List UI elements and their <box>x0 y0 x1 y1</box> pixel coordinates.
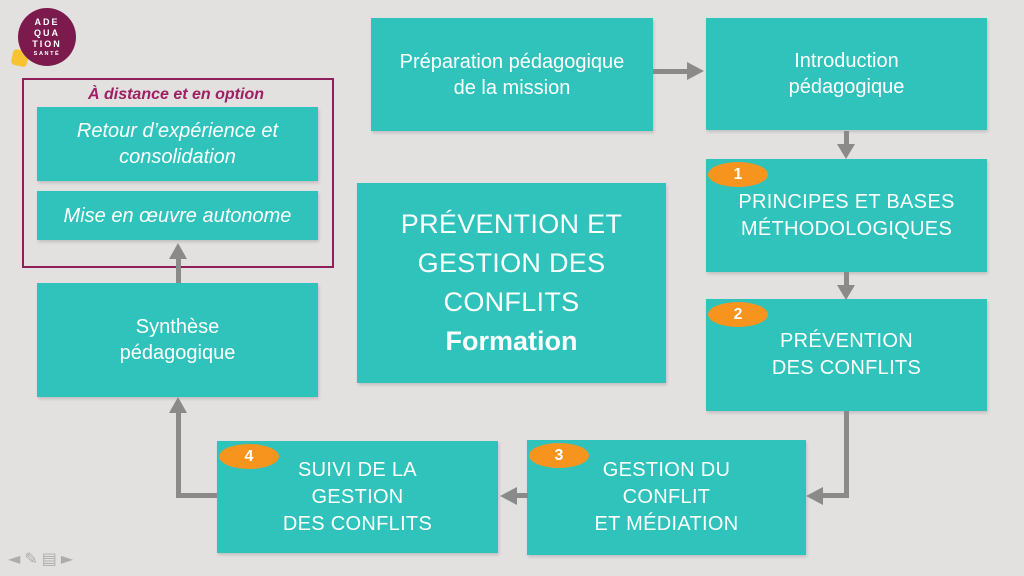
box-introduction-pedagogique: Introduction pédagogique <box>706 18 987 130</box>
connector-step2-step3-vertical <box>844 411 849 498</box>
logo-subtext: SANTÉ <box>33 50 61 57</box>
logo-text: QUA <box>34 28 60 39</box>
connector-step1-step2 <box>844 272 849 286</box>
box-step-3-gestion: GESTION DU CONFLIT ET MÉDIATION <box>527 440 806 555</box>
box-label: Synthèse pédagogique <box>119 316 236 364</box>
box-label: Mise en œuvre autonome <box>63 204 292 227</box>
box-synthese-pedagogique: Synthèse pédagogique <box>37 283 318 397</box>
arrowhead-left-icon <box>806 487 823 505</box>
box-preparation-pedagogique: Préparation pédagogique de la mission <box>371 18 653 131</box>
connector-prep-intro <box>653 69 688 74</box>
box-label: GESTION DU CONFLIT ET MÉDIATION <box>594 459 739 535</box>
box-label: Préparation pédagogique de la mission <box>399 50 625 99</box>
remote-option-title: À distance et en option <box>87 86 264 103</box>
box-mise-en-oeuvre: Mise en œuvre autonome <box>37 191 318 240</box>
box-label: Retour d’expérience et consolidation <box>76 120 279 168</box>
pen-icon[interactable]: ✎ <box>24 549 38 568</box>
box-step-1-principes: PRINCIPES ET BASES MÉTHODOLOGIQUES <box>706 159 987 272</box>
box-formation-title: PRÉVENTION ET GESTION DES CONFLITS Forma… <box>357 183 666 383</box>
arrowhead-down-icon <box>837 285 855 300</box>
logo-text: TION <box>32 38 62 49</box>
step-number: 4 <box>244 447 254 465</box>
connector-step2-step3-horizontal <box>822 493 849 498</box>
box-label: SUIVI DE LA GESTION DES CONFLITS <box>282 458 433 535</box>
step-4-badge: 4 <box>219 444 279 469</box>
arrowhead-up-icon <box>169 397 187 413</box>
next-slide-icon[interactable]: ► <box>60 549 74 568</box>
notes-icon[interactable]: ▤ <box>41 549 57 568</box>
connector-step4-synthese-vertical <box>176 412 181 498</box>
slideshow-toolbar: ◄ ✎ ▤ ► <box>8 549 73 568</box>
arrowhead-right-icon <box>687 62 704 80</box>
connector-step3-step4 <box>515 493 528 498</box>
box-label: Introduction pédagogique <box>788 50 905 98</box>
box-label: PRINCIPES ET BASES MÉTHODOLOGIQUES <box>738 190 955 240</box>
step-3-badge: 3 <box>529 443 589 468</box>
adequation-sante-logo: ADE QUA TION SANTÉ <box>18 8 76 66</box>
formation-title: PRÉVENTION ET GESTION DES CONFLITS <box>400 208 623 317</box>
arrowhead-down-icon <box>837 144 855 159</box>
box-retour-experience: Retour d’expérience et consolidation <box>37 107 318 181</box>
step-2-badge: 2 <box>708 302 768 327</box>
formation-subtitle: Formation <box>445 326 578 357</box>
box-label: PRÉVENTION DES CONFLITS <box>771 330 922 379</box>
step-number: 3 <box>554 446 564 464</box>
step-1-badge: 1 <box>708 162 768 187</box>
arrowhead-up-icon <box>169 243 187 259</box>
logo-text: ADE <box>34 17 60 28</box>
step-number: 1 <box>733 165 743 183</box>
arrowhead-left-icon <box>500 487 517 505</box>
connector-synthese-group <box>176 259 181 283</box>
connector-intro-step1 <box>844 131 849 145</box>
connector-step4-synthese-horizontal <box>176 493 217 498</box>
previous-slide-icon[interactable]: ◄ <box>8 549 21 568</box>
step-number: 2 <box>733 305 743 323</box>
